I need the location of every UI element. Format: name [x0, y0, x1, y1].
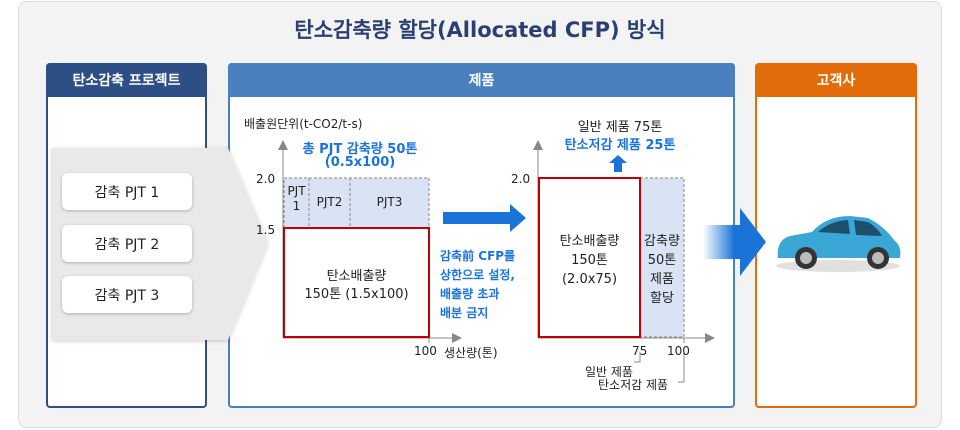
chart2-emission-box — [538, 177, 641, 338]
arrow-note-line: 상한으로 설정, — [440, 268, 515, 282]
chart1-box-value: 150톤 (1.5x100) — [304, 287, 409, 302]
diagram-title: 탄소감축량 할당(Allocated CFP) 방식 — [294, 18, 666, 42]
chart1-pjt2: PJT2 — [316, 195, 343, 209]
chart2-box-value: 150톤 — [571, 253, 608, 268]
chart1-emission-box — [283, 227, 430, 338]
pjt1-label: PJT — [287, 184, 306, 198]
chart1-xtick-100: 100 — [414, 344, 437, 358]
chart2-alloc-area — [639, 177, 685, 338]
chart2-label-lowcarbon: 탄소저감 제품 — [598, 378, 669, 392]
chart1-reduction-area — [283, 177, 430, 229]
chart2-label-general: 일반 제품 — [585, 365, 633, 379]
project-item-2: 감축 PJT 2 — [62, 225, 192, 262]
chart1-xlabel: 생산량(톤) — [444, 346, 498, 360]
pjt1-number: 1 — [292, 199, 301, 213]
chart2-box-text: 탄소배출량 150톤 (2.0x75) — [539, 232, 640, 289]
chart1-note-formula: (0.5x100) — [324, 155, 396, 170]
alloc-line: 50톤 — [647, 253, 677, 268]
chart1-ylabel: 배출원단위(t-CO2/t-s) — [244, 117, 363, 131]
gradient-arrow-icon — [703, 208, 766, 276]
arrow-note-line: 감축前 CFP를 — [440, 249, 516, 263]
chart1-note: 총 PJT 감축량 50톤 — [302, 142, 418, 157]
arrow-right-icon — [443, 204, 526, 232]
alloc-line: 감축량 — [644, 234, 680, 249]
project-item-1: 감축 PJT 1 — [62, 173, 192, 210]
alloc-line: 할당 — [650, 291, 674, 306]
alloc-line: 제품 — [650, 272, 674, 287]
project-item-3: 감축 PJT 3 — [62, 276, 192, 313]
chart1-ytick-1-5: 1.5 — [256, 223, 276, 237]
chart2-alloc-text: 감축량 50톤 제품 할당 — [640, 232, 684, 308]
panel-product-header: 제품 — [228, 63, 735, 97]
panel-customer-header: 고객사 — [755, 63, 917, 97]
chart2-box-formula: (2.0x75) — [561, 272, 618, 287]
chart2-top-general: 일반 제품 75톤 — [577, 120, 663, 135]
arrow-up-icon — [609, 155, 627, 172]
chart1-box-title: 탄소배출량 — [326, 269, 387, 284]
arrow-note-line: 배분 금지 — [440, 306, 489, 320]
panel-projects-header: 탄소감축 프로젝트 — [46, 63, 207, 97]
car-icon — [776, 216, 901, 272]
chart1-pjt3: PJT3 — [376, 195, 403, 209]
arrow-note: 감축前 CFP를 상한으로 설정, 배출량 초과 배분 금지 — [440, 247, 515, 323]
chart1-ytick-2: 2.0 — [256, 172, 276, 186]
chart2-top-lowcarbon: 탄소저감 제품 25톤 — [564, 138, 676, 153]
arrow-note-line: 배출량 초과 — [440, 287, 500, 301]
chart2-ytick-2: 2.0 — [511, 172, 531, 186]
chart2-xtick-100: 100 — [667, 344, 690, 358]
chart2-xtick-75: 75 — [632, 344, 648, 358]
chart2-box-title: 탄소배출량 — [559, 234, 620, 249]
